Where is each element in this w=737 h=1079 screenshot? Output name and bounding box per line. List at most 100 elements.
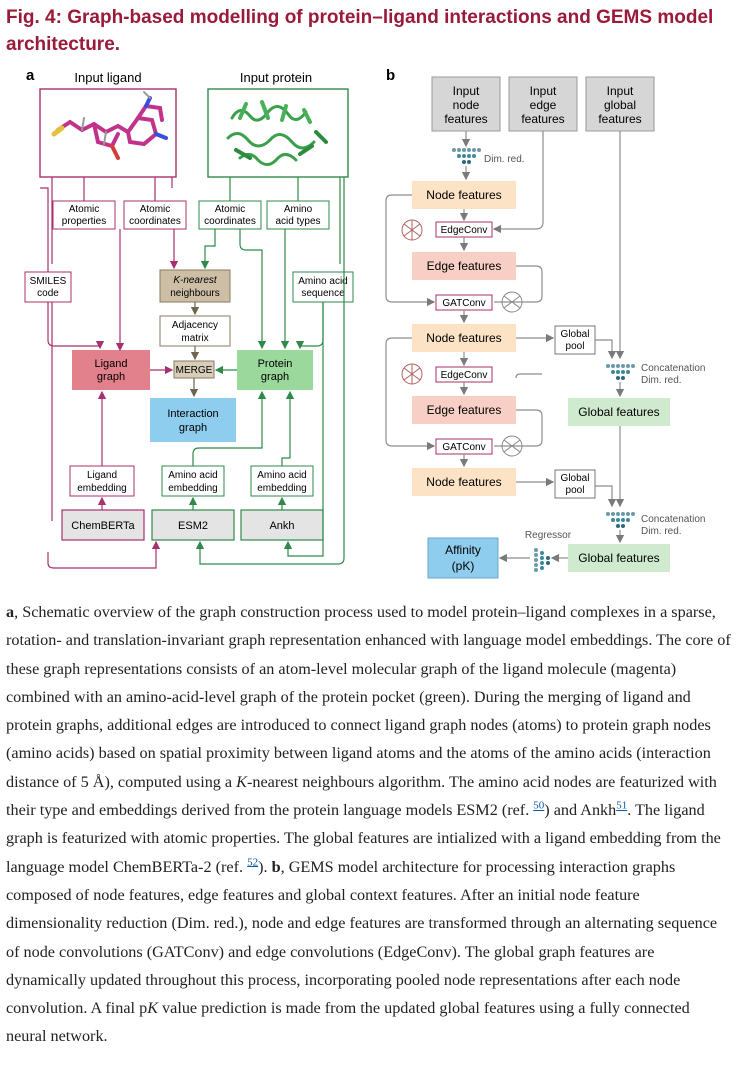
global-pool-2-line2: pool [566, 485, 585, 496]
adjacency-matrix-box [159, 315, 231, 347]
input-edge-line3: features [521, 112, 564, 126]
amino-acid-types-line1: Amino [284, 204, 313, 215]
figure-caption: a, Schematic overview of the graph const… [6, 598, 734, 1051]
dim-red-label-2: Dim. red. [641, 375, 682, 386]
input-node-line3: features [444, 112, 487, 126]
atomic-coordinates-ligand-line2: coordinates [129, 216, 181, 227]
amino-acid-types-box [266, 200, 330, 230]
amino-acid-sequence-box [292, 271, 354, 303]
protein-graph-line1: Protein [258, 358, 293, 370]
edge-features-label-1: Edge features [427, 259, 502, 273]
input-edge-line1: Input [530, 84, 557, 98]
protein-structure-image [226, 100, 328, 166]
ligand-graph-line2: graph [97, 371, 125, 383]
ligand-graph-box [72, 350, 150, 390]
dim-red-label-3: Dim. red. [641, 526, 682, 537]
regressor-label: Regressor [525, 530, 572, 541]
global-pool-1-line2: pool [566, 341, 585, 352]
affinity-line2: (pK) [452, 559, 475, 573]
ref-52-link[interactable]: 52 [247, 856, 259, 869]
dim-red-network-icon-1 [452, 148, 481, 164]
global-pool-1-line1: Global [561, 329, 590, 340]
atomic-coordinates-protein-line2: coordinates [204, 216, 256, 227]
caption-a-text-1: , Schematic overview of the graph constr… [6, 603, 731, 791]
global-features-box-1 [568, 398, 670, 426]
interaction-graph-line1: Interaction [167, 408, 218, 420]
global-features-label-2: Global features [578, 551, 659, 565]
node-features-label-2: Node features [426, 331, 501, 345]
caption-b-k: K [147, 999, 158, 1018]
affinity-line1: Affinity [445, 543, 481, 557]
global-pool-2-line1: Global [561, 473, 590, 484]
chemberta-box [61, 509, 145, 541]
edge-features-box-1 [412, 252, 516, 280]
atomic-properties-line1: Atomic [69, 204, 100, 215]
edgeconv-label-1: EdgeConv [441, 225, 488, 236]
ankh-label: Ankh [269, 520, 294, 532]
k-nearest-neighbours-box [159, 269, 231, 303]
aa-sequence-line2: sequence [301, 288, 345, 299]
knn-line1: K-nearest [173, 275, 218, 286]
figure-title: Fig. 4: Graph-based modelling of protein… [6, 7, 714, 55]
input-node-line2: node [453, 98, 480, 112]
atomic-coordinates-protein-line1: Atomic [215, 204, 246, 215]
global-features-label-1: Global features [578, 405, 659, 419]
input-global-line3: features [598, 112, 641, 126]
interaction-graph-line2: graph [179, 422, 207, 434]
node-features-label-1: Node features [426, 188, 501, 202]
edge-features-box-2 [412, 396, 516, 424]
smiles-line2: code [37, 288, 59, 299]
regressor-network-icon [534, 548, 550, 572]
affinity-box [427, 537, 499, 579]
ligand-embedding-line2: embedding [77, 483, 126, 494]
edgeconv-graph-icon-1 [401, 219, 423, 241]
ankh-box [240, 509, 324, 541]
caption-a-k: K [236, 772, 247, 791]
input-ligand-label: Input ligand [74, 70, 141, 85]
gatconv-label-1: GATConv [442, 298, 485, 309]
chemberta-label: ChemBERTa [71, 520, 135, 532]
esm2-box [151, 509, 235, 541]
input-global-line2: global [604, 98, 636, 112]
ref-51-link[interactable]: 51 [616, 799, 628, 812]
edge-features-label-2: Edge features [427, 403, 502, 417]
concatenation-network-icon-2 [606, 512, 635, 528]
node-features-box-1 [412, 181, 516, 209]
node-features-label-3: Node features [426, 475, 501, 489]
aa-embedding-ankh-line2: embedding [257, 483, 306, 494]
adjacency-line1: Adjacency [172, 320, 218, 331]
ligand-graph-line1: Ligand [94, 358, 127, 370]
caption-b-text-1: , GEMS model architecture for processing… [6, 857, 718, 1018]
node-features-box-3 [412, 468, 516, 496]
caption-a-text-5: ). [258, 857, 272, 876]
esm2-label: ESM2 [178, 520, 208, 532]
panel-b-label: b [386, 67, 395, 84]
input-protein-label: Input protein [240, 70, 312, 85]
edgeconv-label-2: EdgeConv [441, 370, 488, 381]
panel-a-label: a [26, 67, 35, 84]
caption-a-label: a [6, 603, 15, 621]
input-global-features-box [585, 76, 655, 132]
interaction-graph-box [150, 398, 236, 442]
node-features-box-2 [412, 324, 516, 352]
knn-line2: neighbours [170, 288, 219, 299]
input-node-line1: Input [453, 84, 480, 98]
merge-label: MERGE [176, 365, 213, 376]
ref-50-link[interactable]: 50 [533, 799, 545, 812]
atomic-coordinates-ligand-box [123, 200, 187, 230]
aa-embedding-ankh-box [250, 465, 314, 497]
aa-embedding-ankh-line1: Amino acid [257, 470, 306, 481]
concatenation-network-icon-1 [606, 364, 635, 380]
concatenation-label-2: Concatenation [641, 514, 706, 525]
adjacency-line2: matrix [181, 333, 208, 344]
atomic-coordinates-protein-box [198, 200, 262, 230]
amino-acid-types-line2: acid types [275, 216, 320, 227]
ligand-molecule-image [51, 91, 168, 160]
caption-a-text-3: ) and Ankh [544, 801, 617, 820]
caption-b-text-2: value prediction is made from the update… [6, 999, 690, 1046]
input-edge-line2: edge [530, 98, 557, 112]
aa-embedding-esm2-line1: Amino acid [168, 470, 217, 481]
ligand-embedding-line1: Ligand [87, 470, 117, 481]
protein-graph-box [237, 350, 313, 390]
global-pool-box-2 [554, 469, 596, 499]
